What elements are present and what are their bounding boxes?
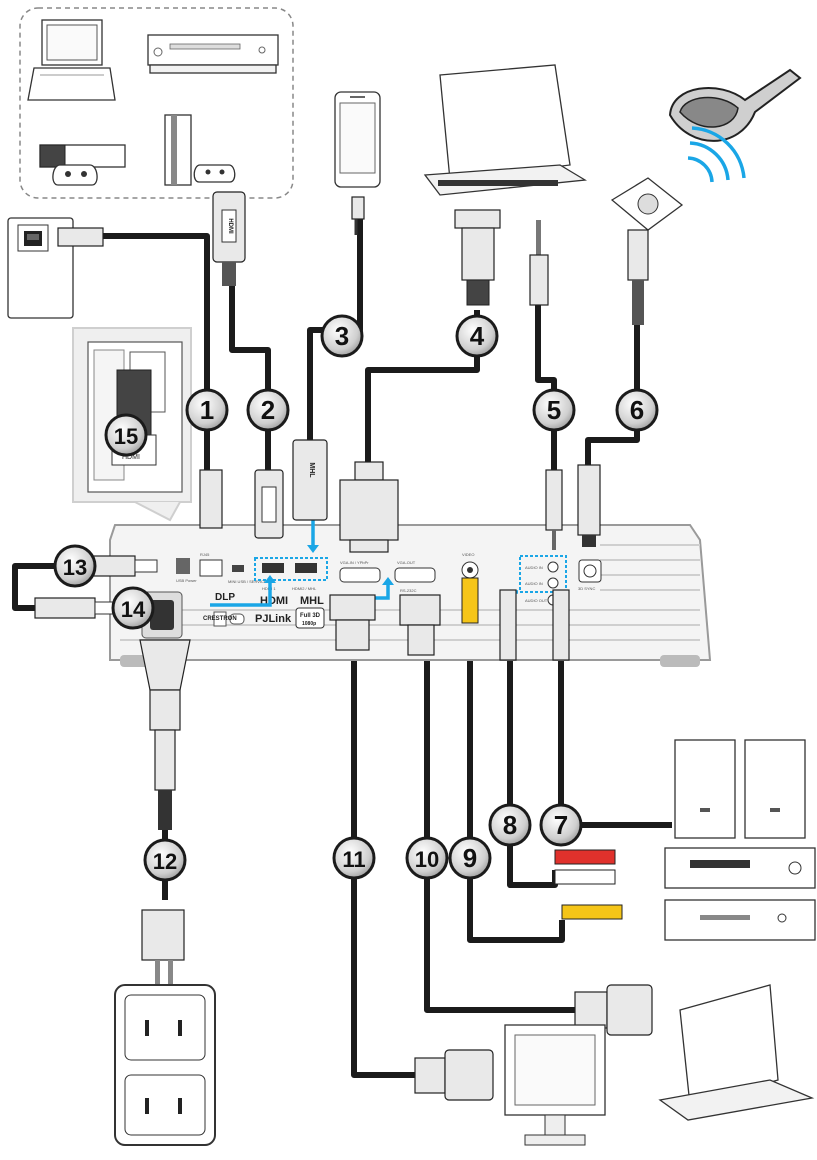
svg-text:6: 6 (630, 395, 644, 425)
svg-text:15: 15 (114, 424, 138, 449)
callout-3: 3 (320, 314, 364, 358)
rca-plugs-icon (554, 849, 623, 920)
svg-text:10: 10 (415, 847, 439, 872)
rs232-plug-icon (574, 984, 653, 1036)
callouts: 1 2 3 4 5 6 7 8 9 10 11 12 13 14 15 (53, 314, 659, 882)
svg-text:12: 12 (153, 849, 177, 874)
svg-text:7: 7 (554, 810, 568, 840)
dvd-player-icon (147, 34, 279, 74)
vga-plug-icon (454, 209, 501, 306)
plugs-top: MHL (199, 439, 601, 553)
vga-out-cable (351, 650, 415, 1078)
power-plug-icon (139, 639, 191, 830)
callout-13: 13 (53, 544, 97, 588)
svg-text:HDMI: HDMI (227, 218, 233, 234)
svg-text:4: 4 (470, 321, 485, 351)
3d-glasses-icon (668, 68, 802, 142)
svg-text:8: 8 (503, 810, 517, 840)
game-console-icon (164, 114, 236, 186)
callout-11: 11 (332, 836, 376, 880)
crestron-logo: CRESTRON (203, 616, 237, 622)
plugs-bottom (329, 577, 570, 661)
power-outlet-icon (114, 909, 216, 1146)
laptop-icon (423, 64, 588, 196)
callout-14: 14 (111, 586, 155, 630)
monitor-icon (504, 1024, 606, 1146)
svg-text:MHL: MHL (308, 462, 315, 478)
svg-text:2: 2 (261, 395, 275, 425)
sync-3d-cable (585, 325, 640, 465)
laptop-icon (658, 984, 815, 1121)
game-console-icon (39, 144, 126, 186)
callout-2: 2 (246, 388, 290, 432)
svg-text:HDMI2 / MHL: HDMI2 / MHL (292, 586, 317, 591)
svg-text:11: 11 (342, 847, 365, 872)
svg-text:5: 5 (547, 395, 561, 425)
callout-5: 5 (532, 388, 576, 432)
speakers-icon (674, 739, 806, 839)
svg-text:MINI USB / SERVICE: MINI USB / SERVICE (228, 579, 267, 584)
svg-text:VGA-IN / YPbPr: VGA-IN / YPbPr (340, 560, 369, 565)
callout-8: 8 (488, 803, 532, 847)
smartphone-icon (334, 91, 381, 235)
inset-hdmi-label: HDMI (122, 454, 140, 461)
callout-4: 4 (455, 314, 499, 358)
rs232-cable (424, 650, 575, 1013)
svg-text:13: 13 (63, 555, 87, 580)
callout-6: 6 (615, 388, 659, 432)
pjlink-logo: PJLink (255, 613, 292, 625)
svg-text:9: 9 (463, 843, 477, 873)
callout-7: 7 (539, 803, 583, 847)
audio-out-cable (558, 660, 672, 828)
svg-text:1: 1 (200, 395, 214, 425)
audio-in-cable (535, 305, 557, 470)
dlp-logo: DLP (215, 592, 235, 603)
dvd-player-icon (664, 899, 816, 941)
laptop-icon (27, 19, 116, 101)
video-rca-cable (467, 620, 565, 943)
wifi-icon (687, 126, 746, 183)
svg-text:AUDIO IN: AUDIO IN (525, 581, 543, 586)
full3d-logo: Full 3D (300, 613, 321, 619)
ethernet-wall-jack (7, 217, 104, 319)
svg-text:AUDIO OUT: AUDIO OUT (525, 598, 548, 603)
svg-text:3D SYNC: 3D SYNC (578, 586, 595, 591)
callout-1: 1 (185, 388, 229, 432)
vcr-icon (664, 847, 816, 889)
3d-emitter-icon (610, 177, 684, 325)
callout-15: 15 (104, 413, 148, 457)
svg-text:1080p: 1080p (302, 621, 316, 627)
svg-text:VGA-OUT: VGA-OUT (397, 560, 416, 565)
audio-in-rca-cable (507, 660, 558, 888)
svg-text:RS-232C: RS-232C (400, 588, 417, 593)
mhl-logo: MHL (300, 595, 324, 607)
svg-text:AUDIO IN: AUDIO IN (525, 565, 543, 570)
hdmi-plug-icon: HDMI (212, 191, 246, 286)
callout-9: 9 (448, 836, 492, 880)
svg-text:USB Power: USB Power (176, 578, 197, 583)
svg-text:VIDEO: VIDEO (462, 552, 474, 557)
callout-12: 12 (143, 838, 187, 882)
svg-text:14: 14 (121, 597, 146, 622)
svg-text:RJ45: RJ45 (200, 552, 210, 557)
audio-jack-icon (529, 220, 549, 306)
vga-plug-icon (414, 1049, 494, 1101)
source-devices-group (19, 7, 294, 199)
svg-text:3: 3 (335, 321, 349, 351)
callout-10: 10 (405, 836, 449, 880)
hdmi-cable (229, 285, 271, 470)
